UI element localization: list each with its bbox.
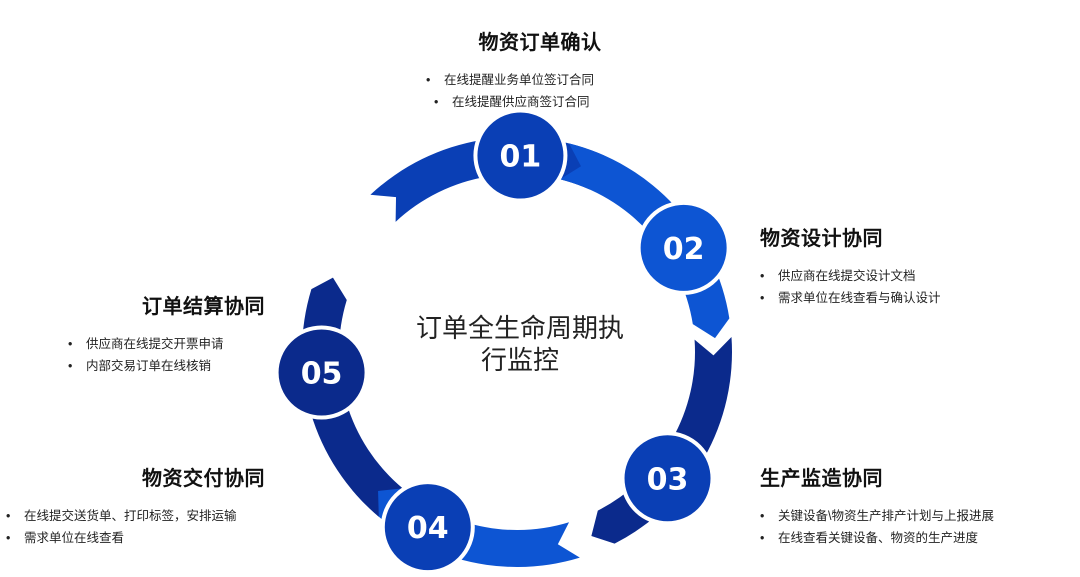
stage-03-info: 生产监造协同 关键设备\物资生产排产计划与上报进展 在线查看关键设备、物资的生产… xyxy=(760,462,1070,549)
stage-04-info: 物资交付协同 在线提交送货单、打印标签，安排运输 需求单位在线查看 xyxy=(6,462,306,549)
center-title-line1: 订单全生命周期执 xyxy=(415,313,624,343)
stage-badge-02: 02 xyxy=(636,200,731,295)
center-title: 订单全生命周期执 行监控 xyxy=(410,312,630,376)
stage-04-title: 物资交付协同 xyxy=(142,468,265,490)
stage-02-bullet-2: 需求单位在线查看与确认设计 xyxy=(760,287,1060,309)
stage-01-bullet-1: 在线提醒业务单位签订合同 xyxy=(426,69,700,91)
stage-02-info: 物资设计协同 供应商在线提交设计文档 需求单位在线查看与确认设计 xyxy=(760,222,1060,309)
stage-number: 02 xyxy=(663,232,705,267)
stage-03-bullet-1: 关键设备\物资生产排产计划与上报进展 xyxy=(760,505,1070,527)
stage-02-bullet-1: 供应商在线提交设计文档 xyxy=(760,265,1060,287)
ring-segment-03 xyxy=(591,337,732,544)
stage-badge-01: 01 xyxy=(473,108,568,203)
ring-segment-04 xyxy=(352,465,580,567)
stage-04-bullet-1: 在线提交送货单、打印标签，安排运输 xyxy=(6,505,306,527)
center-title-line2: 行监控 xyxy=(480,345,559,375)
stage-01-title: 物资订单确认 xyxy=(478,32,602,54)
stage-03-title: 生产监造协同 xyxy=(760,468,883,490)
stage-05-info: 订单结算协同 供应商在线提交开票申请 内部交易订单在线核销 xyxy=(68,290,328,377)
stage-badge-circle xyxy=(380,480,475,575)
stage-number: 04 xyxy=(407,511,449,546)
stage-05-title: 订单结算协同 xyxy=(142,296,265,318)
stage-04-bullet-2: 需求单位在线查看 xyxy=(6,527,306,549)
stage-01-info: 物资订单确认 在线提醒业务单位签订合同 在线提醒供应商签订合同 xyxy=(380,26,700,113)
stage-05-bullet-1: 供应商在线提交开票申请 xyxy=(68,333,328,355)
stage-badge-circle xyxy=(620,431,715,526)
stage-number: 03 xyxy=(647,462,689,497)
stage-02-title: 物资设计协同 xyxy=(760,228,883,250)
stage-badge-04: 04 xyxy=(380,480,475,575)
stage-badge-03: 03 xyxy=(620,431,715,526)
stage-badge-circle xyxy=(636,200,731,295)
stage-number: 01 xyxy=(500,140,542,175)
stage-01-bullet-2: 在线提醒供应商签订合同 xyxy=(434,91,700,113)
stage-03-bullet-2: 在线查看关键设备、物资的生产进度 xyxy=(760,527,1070,549)
stage-05-bullet-2: 内部交易订单在线核销 xyxy=(68,355,328,377)
